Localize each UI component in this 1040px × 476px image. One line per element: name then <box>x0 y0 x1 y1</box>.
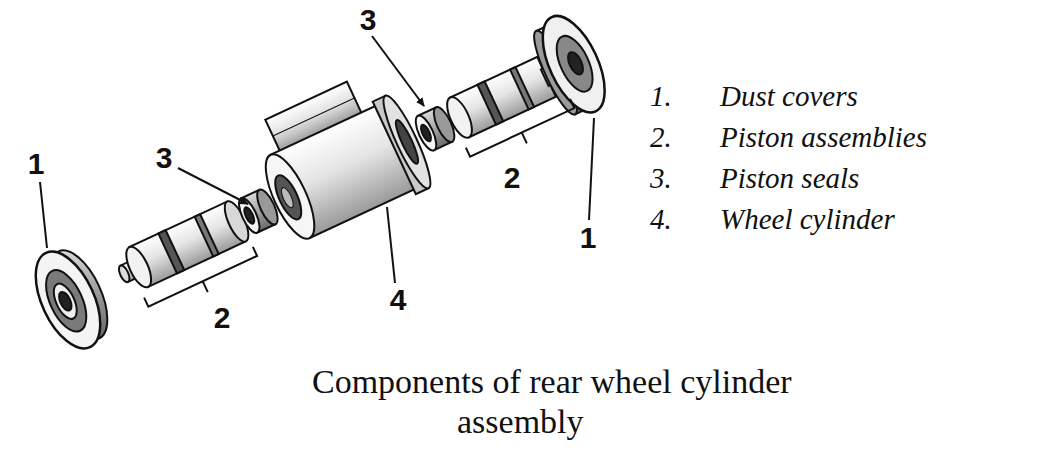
leader-line <box>40 36 594 283</box>
piston-assembly <box>158 230 184 273</box>
bracket <box>144 99 579 318</box>
key-text: Wheel cylinder <box>720 202 895 236</box>
key-text: 3. <box>650 161 672 195</box>
wheel-cylinder <box>279 186 296 209</box>
caption: Components of rear wheel cylinder assemb… <box>312 362 877 442</box>
dust-cover <box>530 7 617 122</box>
wheel-cylinder <box>256 148 324 245</box>
key-text: Dust covers <box>720 79 858 113</box>
callout-number: 1 <box>28 148 45 180</box>
exploded-view <box>11 0 618 358</box>
dust-cover <box>49 280 81 322</box>
callout-number: 4 <box>390 284 407 316</box>
bracket <box>144 247 257 307</box>
dust-cover <box>525 7 618 124</box>
piston-assembly <box>195 214 219 256</box>
callout-number: 2 <box>214 302 231 334</box>
callout-number: 3 <box>156 142 173 174</box>
wheel-cylinder <box>270 172 307 223</box>
dust-cover <box>22 242 113 358</box>
leader-line <box>372 36 424 106</box>
piston-assembly <box>510 67 534 109</box>
bracket <box>466 99 574 157</box>
wheel-cylinder <box>242 65 438 249</box>
wheel-cylinder <box>376 91 437 192</box>
piston-seal <box>419 123 433 142</box>
piston-seal <box>242 206 256 225</box>
piston-assembly <box>111 198 253 295</box>
bracket <box>522 133 527 144</box>
dust-cover <box>22 239 120 359</box>
key-text: Piston assemblies <box>720 120 927 154</box>
dust-cover <box>565 50 586 77</box>
piston-seal <box>235 195 264 235</box>
piston-assembly <box>121 243 156 290</box>
callout-number: 3 <box>360 4 377 36</box>
dust-cover <box>549 31 600 97</box>
piston-assembly <box>477 81 503 124</box>
callout-number: 2 <box>504 162 521 194</box>
key-text: 2. <box>650 120 672 154</box>
leader-line <box>40 182 47 248</box>
dust-cover <box>57 290 75 312</box>
bracket <box>203 281 208 292</box>
key-text: Piston seals <box>720 161 859 195</box>
key-text: 1. <box>650 79 672 113</box>
key-text: 4. <box>650 202 672 236</box>
callout-number: 1 <box>580 222 597 254</box>
leader-line <box>589 118 594 220</box>
dust-cover <box>38 264 95 337</box>
leader-line <box>178 168 248 204</box>
piston-assembly <box>442 94 477 141</box>
piston-seal <box>412 113 441 153</box>
leader-line <box>387 207 395 283</box>
